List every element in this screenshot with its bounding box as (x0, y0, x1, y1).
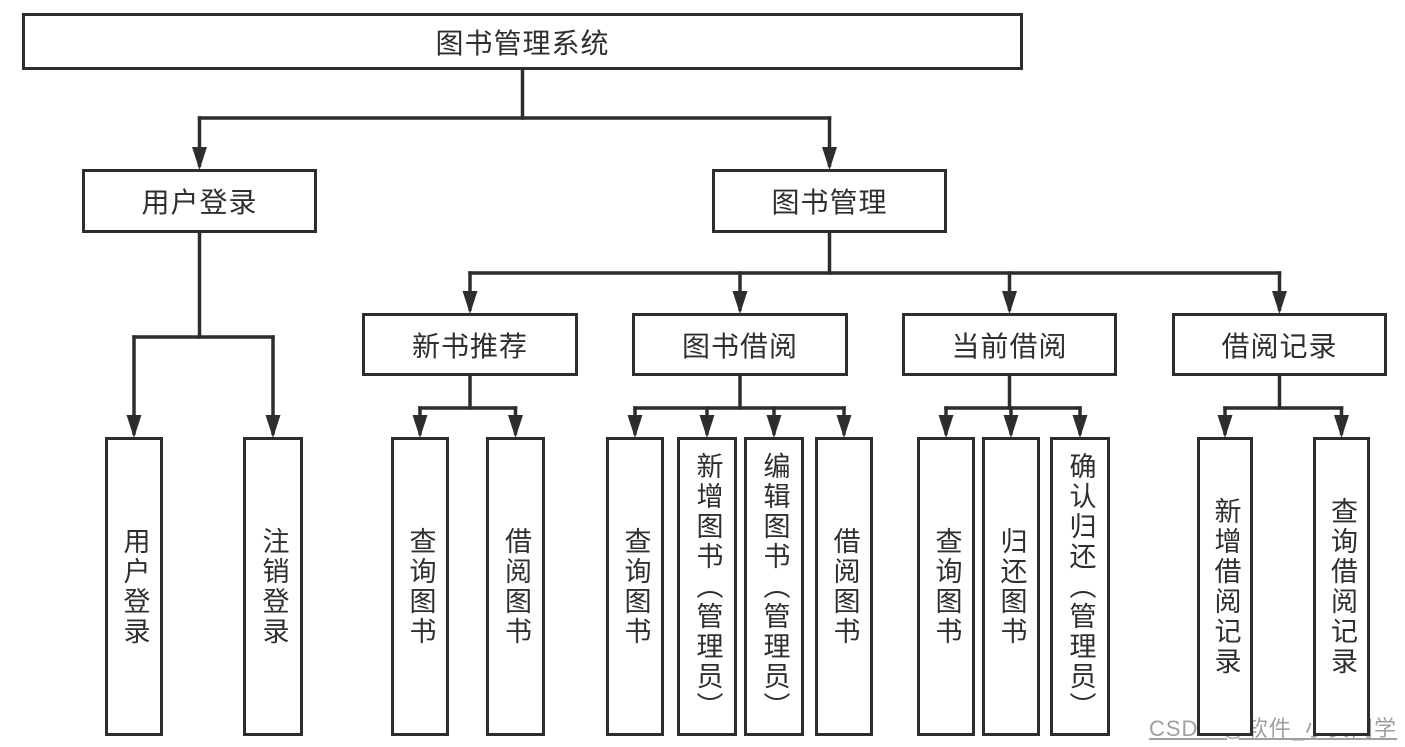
arrowhead-icon (1272, 291, 1287, 314)
node-leaf-add-books: 新增图书（管理员） (677, 437, 737, 736)
arrowhead-icon (1003, 415, 1019, 438)
node-label-new-book-rec: 新书推荐 (411, 330, 528, 362)
node-label-book-borrow: 图书借阅 (681, 330, 798, 362)
node-leaf-user-login: 用户登录 (105, 437, 163, 736)
node-label-leaf-query-books-2: 查询图书 (620, 526, 651, 647)
node-label-user-login: 用户登录 (141, 187, 258, 218)
node-leaf-edit-books: 编辑图书（管理员） (744, 437, 804, 736)
node-label-leaf-user-login: 用户登录 (119, 526, 150, 647)
node-leaf-confirm-return: 确认归还（管理员） (1050, 437, 1110, 736)
arrowhead-icon (412, 415, 428, 438)
node-label-leaf-edit-books: 编辑图书（管理员） (759, 451, 790, 722)
arrowhead-icon (766, 415, 782, 438)
arrowhead-icon (508, 415, 523, 438)
arrowhead-icon (836, 415, 852, 438)
node-book-borrow: 图书借阅 (632, 313, 848, 376)
node-leaf-add-record: 新增借阅记录 (1197, 437, 1253, 736)
node-leaf-borrow-books-2: 借阅图书 (815, 437, 873, 736)
node-label-leaf-logout: 注销登录 (258, 526, 289, 647)
node-leaf-return-books: 归还图书 (982, 437, 1040, 736)
node-label-book-mgmt: 图书管理 (771, 187, 888, 218)
node-book-mgmt: 图书管理 (712, 169, 947, 233)
node-label-leaf-borrow-books-1: 借阅图书 (501, 526, 531, 647)
arrowhead-icon (192, 147, 207, 170)
node-root: 图书管理系统 (22, 13, 1023, 70)
arrowhead-icon (126, 415, 142, 438)
node-leaf-query-record: 查询借阅记录 (1313, 437, 1370, 736)
node-label-leaf-add-record: 新增借阅记录 (1210, 496, 1241, 677)
arrowhead-icon (1217, 415, 1233, 438)
arrowhead-icon (822, 147, 837, 170)
node-leaf-query-books-2: 查询图书 (606, 437, 664, 736)
node-label-leaf-add-books: 新增图书（管理员） (692, 451, 723, 722)
node-new-book-rec: 新书推荐 (362, 313, 578, 376)
node-label-leaf-borrow-books-2: 借阅图书 (829, 526, 860, 647)
node-leaf-query-books-3: 查询图书 (917, 437, 975, 736)
node-label-leaf-confirm-return: 确认归还（管理员） (1065, 451, 1096, 722)
arrowhead-icon (1002, 291, 1017, 314)
arrowhead-icon (1072, 415, 1088, 438)
arrowhead-icon (265, 415, 281, 438)
node-label-leaf-query-books-3: 查询图书 (931, 526, 962, 647)
node-label-root: 图书管理系统 (435, 27, 610, 59)
arrowhead-icon (699, 415, 715, 438)
node-label-leaf-query-books-1: 查询图书 (405, 526, 436, 647)
arrowhead-icon (462, 291, 478, 314)
arrowhead-icon (627, 415, 643, 438)
arrowhead-icon (1334, 415, 1349, 438)
node-leaf-logout: 注销登录 (243, 437, 303, 736)
node-label-current-borrow: 当前借阅 (951, 330, 1068, 362)
node-user-login: 用户登录 (82, 169, 317, 233)
arrowhead-icon (732, 291, 748, 314)
node-current-borrow: 当前借阅 (902, 313, 1117, 376)
node-leaf-borrow-books-1: 借阅图书 (486, 437, 545, 736)
node-label-borrow-records: 借阅记录 (1221, 330, 1338, 362)
node-leaf-query-books-1: 查询图书 (391, 437, 449, 736)
arrowhead-icon (938, 415, 954, 438)
node-label-leaf-return-books: 归还图书 (996, 526, 1027, 647)
node-borrow-records: 借阅记录 (1172, 313, 1387, 376)
node-label-leaf-query-record: 查询借阅记录 (1327, 496, 1357, 677)
